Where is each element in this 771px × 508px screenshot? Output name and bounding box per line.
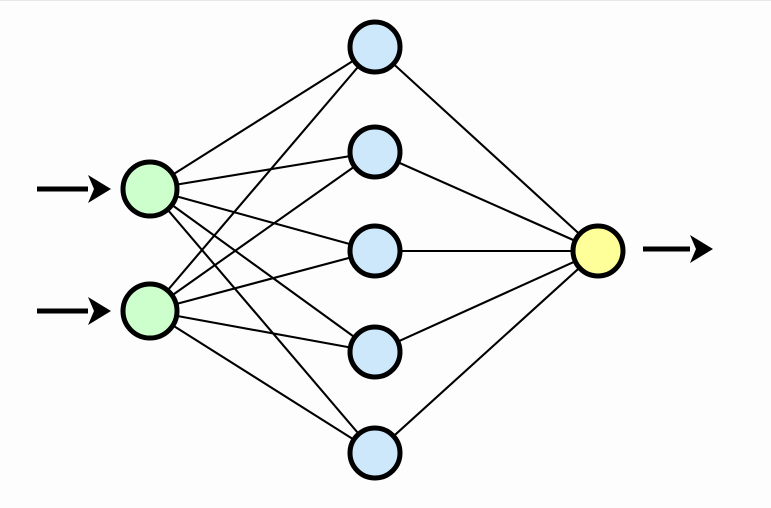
edge-h4-to-o1	[374, 250, 599, 353]
edge-i2-to-h2	[149, 151, 376, 312]
edge-h5-to-o1	[374, 250, 599, 454]
hidden-node-3[interactable]	[347, 223, 403, 279]
edge-i1-to-h4	[149, 188, 376, 353]
hidden-layer	[347, 19, 403, 481]
edge-i2-to-h1	[149, 46, 376, 312]
edge-i2-to-h5	[149, 310, 376, 454]
hidden-node-2[interactable]	[347, 124, 403, 180]
input-layer	[120, 159, 180, 341]
io-arrows-group	[37, 175, 713, 325]
edge-i1-to-h1	[149, 46, 376, 190]
edge-i1-to-h2	[149, 150, 376, 191]
output-node-1[interactable]	[570, 223, 626, 279]
input-node-1[interactable]	[120, 159, 180, 219]
input-arrow-2	[37, 297, 111, 325]
hidden-node-5[interactable]	[347, 425, 403, 481]
nodes-group	[120, 19, 626, 481]
edge-i2-to-h4	[149, 309, 376, 354]
edges-group	[149, 46, 599, 454]
output-arrow-1	[643, 235, 713, 263]
input-node-2[interactable]	[120, 281, 180, 341]
output-arrow-1-head	[690, 235, 713, 263]
hidden-node-1[interactable]	[347, 19, 403, 75]
edge-h1-to-o1	[374, 46, 599, 252]
edge-i2-to-h3	[149, 249, 376, 313]
output-layer	[570, 223, 626, 279]
edge-i1-to-h5	[149, 188, 376, 454]
edge-i1-to-h3	[149, 187, 376, 253]
edge-h2-to-o1	[374, 151, 599, 252]
input-arrow-1-head	[88, 175, 111, 203]
input-arrow-2-head	[88, 297, 111, 325]
input-arrow-1	[37, 175, 111, 203]
hidden-node-4[interactable]	[347, 324, 403, 380]
